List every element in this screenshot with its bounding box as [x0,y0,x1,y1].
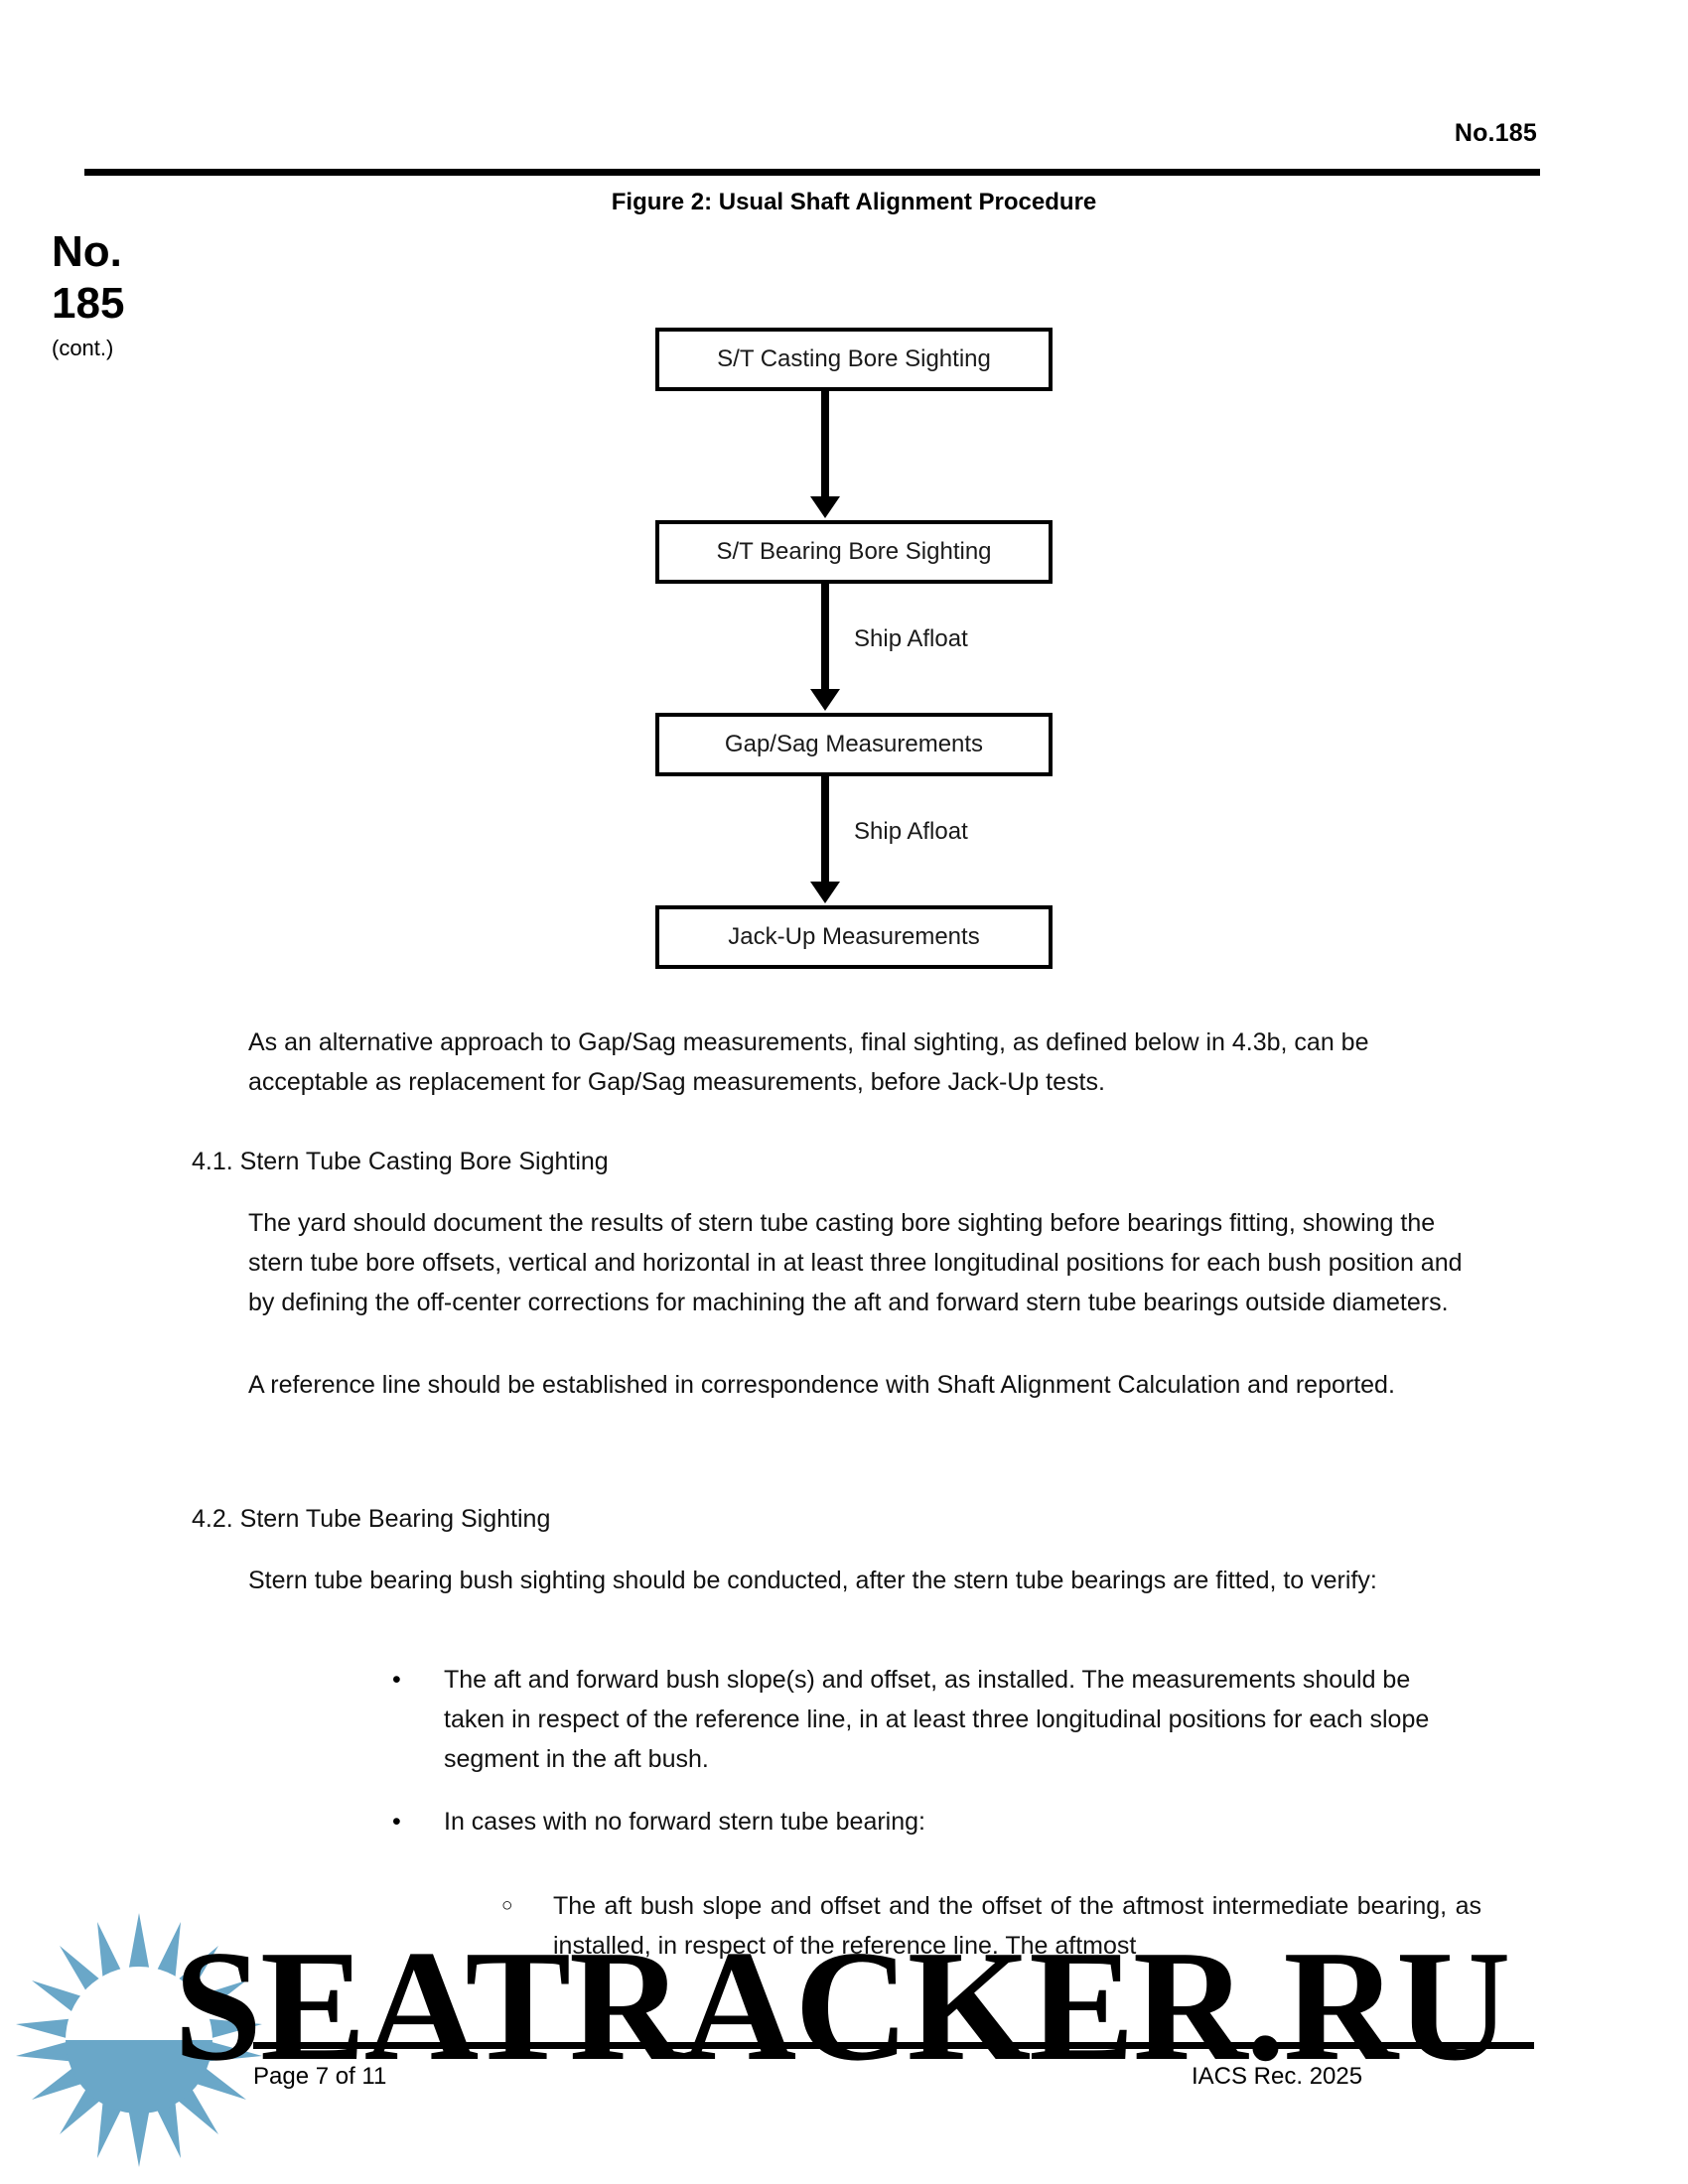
list-item-bullet-1-text: The aft and forward bush slope(s) and of… [444,1666,1430,1773]
paragraph-4-1-2: A reference line should be established i… [248,1371,1395,1399]
paragraph-4-2-1: Stern tube bearing bush sighting should … [248,1567,1377,1594]
header-rule [84,169,1540,176]
paragraph-alternative-approach: As an alternative approach to Gap/Sag me… [248,1028,1369,1096]
flow-label-ship-afloat-1: Ship Afloat [854,625,968,652]
flow-label-ship-afloat-2: Ship Afloat [854,818,968,845]
flow-box-st-casting-bore-sighting: S/T Casting Bore Sighting [655,328,1053,391]
flow-box-gap-sag-measurements: Gap/Sag Measurements [655,713,1053,776]
flow-box-st-bearing-bore-sighting: S/T Bearing Bore Sighting [655,520,1053,584]
footer-rule [253,2042,1534,2049]
heading-4-2: 4.2. Stern Tube Bearing Sighting [192,1505,551,1533]
figure-caption: Figure 2: Usual Shaft Alignment Procedur… [611,189,1097,215]
list-item-subbullet-1-text: The aft bush slope and offset and the of… [553,1892,1481,1960]
watermark-text: SEATRACKER.RU [174,1917,1511,2094]
sidebar-document-marker: No. 185 (cont.) [52,226,250,365]
flow-box-jack-up-measurements: Jack-Up Measurements [655,905,1053,969]
flow-arrow-2 [810,582,840,711]
flowchart-diagram: S/T Casting Bore Sighting S/T Bearing Bo… [655,328,1053,969]
list-item-bullet-1: • The aft and forward bush slope(s) and … [392,1660,1460,1779]
list-item-bullet-2-text: In cases with no forward stern tube bear… [444,1808,925,1836]
watermark-sun-logo [16,1913,262,2167]
flow-arrow-1 [810,389,840,518]
bullet-circle-icon: ○ [501,1895,513,1916]
sidebar-marker-cont: (cont.) [52,336,114,360]
bullet-dot-icon: • [392,1666,401,1694]
sidebar-marker-line1: No. [52,227,122,276]
paragraph-4-1-1: The yard should document the results of … [248,1209,1463,1316]
list-item-bullet-2: • In cases with no forward stern tube be… [392,1802,1460,1842]
list-item-subbullet-1: ○ The aft bush slope and offset and the … [501,1886,1484,1966]
flow-arrow-3 [810,774,840,903]
footer-rec-label: IACS Rec. 2025 [1192,2063,1363,2090]
header-document-number: No.185 [1454,119,1537,147]
heading-4-1: 4.1. Stern Tube Casting Bore Sighting [192,1148,609,1175]
bullet-dot-icon: • [392,1808,401,1836]
sidebar-marker-line2: 185 [52,279,125,328]
footer-page-number: Page 7 of 11 [253,2063,387,2090]
